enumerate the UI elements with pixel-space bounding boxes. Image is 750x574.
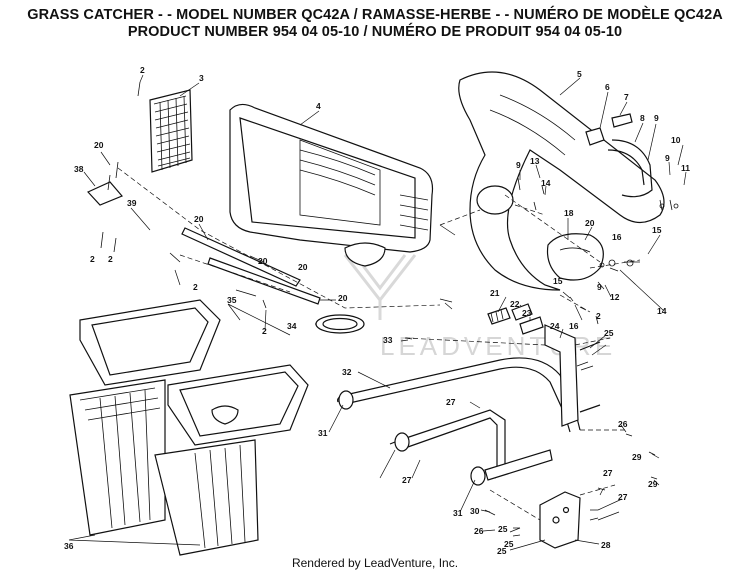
render-credit-footer: Rendered by LeadVenture, Inc. [291,556,459,570]
callout-9: 9 [654,113,659,123]
callout-9b: 9 [665,153,670,163]
callout-21: 21 [490,288,500,298]
callout-34: 34 [287,321,297,331]
callout-16: 16 [612,232,622,242]
callout-22: 22 [510,299,520,309]
callout-26: 26 [618,419,628,429]
callout-20f: 20 [338,293,348,303]
spring-parts [487,303,544,335]
callout-25b: 25 [498,524,508,534]
callout-16b: 16 [569,321,579,331]
callout-25: 25 [604,328,614,338]
callout-5: 5 [577,69,582,79]
callout-12: 12 [610,292,620,302]
ring-part [315,314,365,334]
callout-2: 2 [140,65,145,75]
callout-15b: 15 [553,276,563,286]
callout-38: 38 [74,164,84,174]
catcher-bag-left [69,299,221,536]
callout-29: 29 [632,452,642,462]
catcher-frame-part [229,103,434,267]
callout-20d: 20 [258,256,268,266]
hardware-screws [100,81,679,537]
callout-10: 10 [671,135,681,145]
callout-32: 32 [342,367,352,377]
callout-2b: 2 [90,254,95,264]
callout-25c: 25 [504,539,514,549]
callout-20e: 20 [298,262,308,272]
callout-14b: 14 [657,306,667,316]
callout-36: 36 [64,541,74,551]
callout-3: 3 [199,73,204,83]
callout-13: 13 [530,156,540,166]
leader-lines [68,74,687,551]
callout-27: 27 [446,397,456,407]
callout-14: 14 [541,178,551,188]
callout-20: 20 [94,140,104,150]
diagram-title-line-1: GRASS CATCHER - - MODEL NUMBER QC42A / R… [27,7,723,23]
callout-9d: 9 [597,282,602,292]
callout-15: 15 [652,225,662,235]
callout-20c: 20 [194,214,204,224]
callout-2e: 2 [262,326,267,336]
callout-27d: 27 [618,492,628,502]
deflector-small-parts [585,113,653,198]
frame-tubes [337,324,601,481]
callout-23: 23 [522,308,532,318]
watermark-logo [343,254,417,320]
mounting-bracket [539,491,581,549]
callout-27b: 27 [402,475,412,485]
deflector-part [546,233,604,281]
clip-and-strip-parts [86,181,321,305]
callout-9c: 9 [516,160,521,170]
callout-26b: 26 [474,526,484,536]
callout-2f: 2 [596,311,601,321]
callout-33: 33 [383,335,393,345]
catcher-bag-right [154,364,309,556]
callout-24: 24 [550,321,560,331]
diagram-title-line-2: PRODUCT NUMBER 954 04 05-10 / NUMÉRO DE … [127,24,623,40]
watermark-text: LEADVENTURE [380,331,616,361]
chute-part [458,71,665,291]
tube-end-caps [338,390,486,486]
callout-18: 18 [564,208,574,218]
callout-4: 4 [316,101,321,111]
callout-31: 31 [318,428,328,438]
callout-2d: 2 [193,282,198,292]
callout-35: 35 [227,295,237,305]
screen-grille-part [149,89,193,173]
callout-6: 6 [605,82,610,92]
callout-28: 28 [601,540,611,550]
callout-20b: 20 [585,218,595,228]
callout-11: 11 [681,163,690,173]
callout-31b: 31 [453,508,463,518]
callout-7: 7 [624,92,629,102]
callout-30: 30 [470,506,480,516]
callout-2c: 2 [108,254,113,264]
callout-25d: 25 [497,546,507,556]
callout-29b: 29 [648,479,658,489]
assembly-lines [117,167,641,521]
callout-labels: 2 3 4 5 6 7 8 9 20 38 10 9 11 13 14 18 2… [64,65,690,556]
callout-39: 39 [127,198,137,208]
callout-27c: 27 [603,468,613,478]
callout-8: 8 [640,113,645,123]
